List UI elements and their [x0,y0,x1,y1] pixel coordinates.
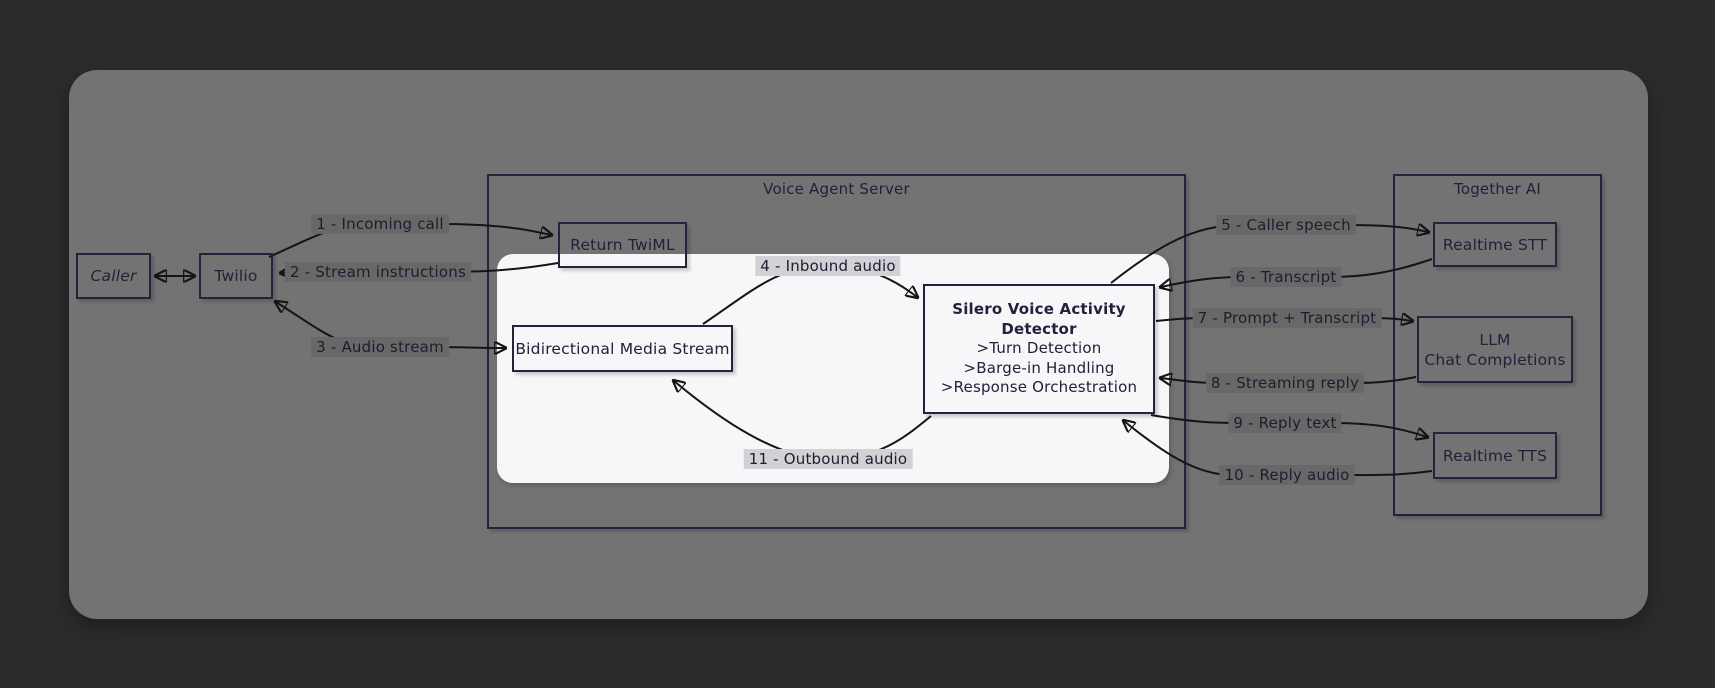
edge-label-transcript: 6 - Transcript [1230,267,1342,287]
edge-label-incoming-call: 1 - Incoming call [311,214,449,234]
node-caller: Caller [76,253,151,299]
node-llm-line1: LLM [1479,330,1511,349]
node-realtime-stt-label: Realtime STT [1442,235,1548,254]
node-caller-label: Caller [90,267,137,285]
node-llm-chat-completions: LLM Chat Completions [1417,316,1573,383]
together-ai-container: Together AI [1393,174,1602,516]
edge-label-outbound-audio: 11 - Outbound audio [743,449,913,469]
node-realtime-tts: Realtime TTS [1433,432,1557,479]
node-bidirectional-media-stream: Bidirectional Media Stream [512,325,733,372]
node-llm-line2: Chat Completions [1424,350,1566,369]
node-return-twiml: Return TwiML [558,222,687,268]
edge-label-streaming-reply: 8 - Streaming reply [1205,373,1365,393]
node-silero-vad: Silero Voice Activity Detector >Turn Det… [923,284,1155,414]
node-silero-vad-item: >Response Orchestration [940,378,1138,397]
node-silero-vad-item: >Turn Detection [976,339,1102,358]
node-twilio-label: Twilio [214,267,258,285]
edge-label-reply-audio: 10 - Reply audio [1219,465,1355,485]
node-silero-vad-title: Silero Voice Activity Detector [952,300,1126,338]
edge-label-audio-stream: 3 - Audio stream [311,337,449,357]
node-silero-vad-item: >Barge-in Handling [963,358,1115,377]
edge-label-prompt-transcript: 7 - Prompt + Transcript [1192,308,1382,328]
together-ai-title: Together AI [1454,180,1541,198]
edge-label-reply-text: 9 - Reply text [1228,413,1342,433]
node-bidirectional-media-stream-label: Bidirectional Media Stream [515,339,730,358]
node-realtime-tts-label: Realtime TTS [1442,446,1548,465]
edge-label-stream-instructions: 2 - Stream instructions [285,262,471,282]
node-realtime-stt: Realtime STT [1433,222,1557,267]
edge-label-inbound-audio: 4 - Inbound audio [755,256,901,276]
node-twilio: Twilio [199,253,273,299]
node-return-twiml-label: Return TwiML [570,236,675,254]
voice-agent-server-title: Voice Agent Server [763,180,910,198]
edge-label-caller-speech: 5 - Caller speech [1216,215,1356,235]
